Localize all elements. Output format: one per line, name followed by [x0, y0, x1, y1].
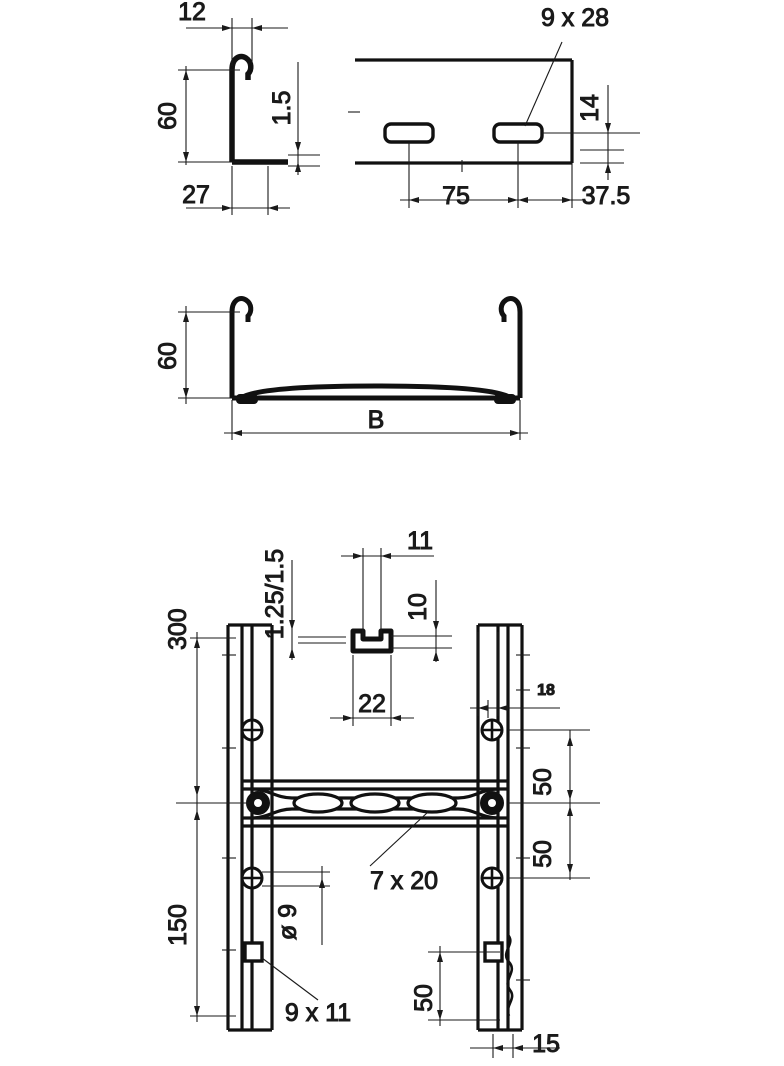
dim-profile-base-width: 27	[182, 181, 210, 209]
dim-rung-profile-width: 22	[358, 690, 386, 718]
rung-slots	[292, 792, 458, 814]
dim-plan-rung-offset-upper: 50	[529, 768, 557, 796]
rung-slot-2	[349, 792, 401, 814]
slot-right	[492, 122, 544, 144]
dim-profile-height: 60	[154, 102, 182, 130]
dim-plan-square-hole: 9 x 11	[285, 999, 351, 1027]
dim-plan-rail-flange: 18	[537, 682, 555, 699]
dim-plan-rung-offset-lower: 50	[529, 840, 557, 868]
dim-slot-edge-distance: 14	[576, 94, 604, 122]
dim-section-width: B	[368, 406, 385, 434]
dim-rung-profile-height: 10	[404, 593, 432, 621]
ladder-section-feet	[236, 394, 516, 404]
rail-elevation-dimension-lines	[348, 41, 640, 208]
rung-slot-3	[406, 792, 458, 814]
rung-slot-1	[292, 792, 344, 814]
dim-plan-lower-spacing: 150	[164, 904, 192, 946]
dim-rung-flange-gap: 11	[407, 527, 433, 555]
view-rung-c-profile-detail: 1.25/1.5 11 10 22	[261, 527, 452, 726]
dim-profile-top-width: 12	[178, 0, 206, 26]
view-ladder-plan: 300 150 18 50 50 7 x 20 ø 9 9 x 11 50 15	[164, 608, 600, 1059]
rail-profile-dimension-lines	[178, 18, 320, 215]
rail-elevation-body	[355, 58, 574, 165]
slot-left	[383, 122, 435, 144]
plan-dimension-lines	[176, 632, 600, 1058]
dim-plan-bottom-edge: 15	[532, 1030, 560, 1058]
dim-slot-pitch: 75	[442, 182, 470, 210]
view-ladder-cross-section: 60 B	[154, 296, 528, 440]
dim-plan-hole-diameter: ø 9	[274, 904, 302, 940]
dim-plan-lower-hole-offset: 50	[410, 984, 438, 1012]
rail-rivets	[240, 718, 504, 890]
square-hole-left	[243, 941, 264, 963]
view-rail-elevation: 9 x 28 14 75 37.5	[348, 4, 640, 211]
break-line	[504, 934, 514, 1017]
rail-profile-outline	[229, 53, 288, 165]
dim-slot-size: 9 x 28	[541, 4, 609, 32]
ladder-section-body	[229, 296, 523, 401]
rung-end-bolts	[246, 791, 504, 815]
dim-profile-thickness: 1.5	[268, 91, 296, 126]
ladder-section-dimension-lines	[178, 306, 528, 440]
dim-plan-rung-slot: 7 x 20	[370, 867, 438, 895]
rung-detail-dimension-lines	[289, 548, 452, 726]
view-side-rail-profile: 12 60 1.5 27	[154, 0, 320, 215]
dim-plan-upper-spacing: 300	[164, 608, 192, 650]
dim-slot-end-distance: 37.5	[582, 182, 631, 210]
dim-section-height: 60	[154, 342, 182, 370]
c-profile-shape	[350, 628, 394, 654]
